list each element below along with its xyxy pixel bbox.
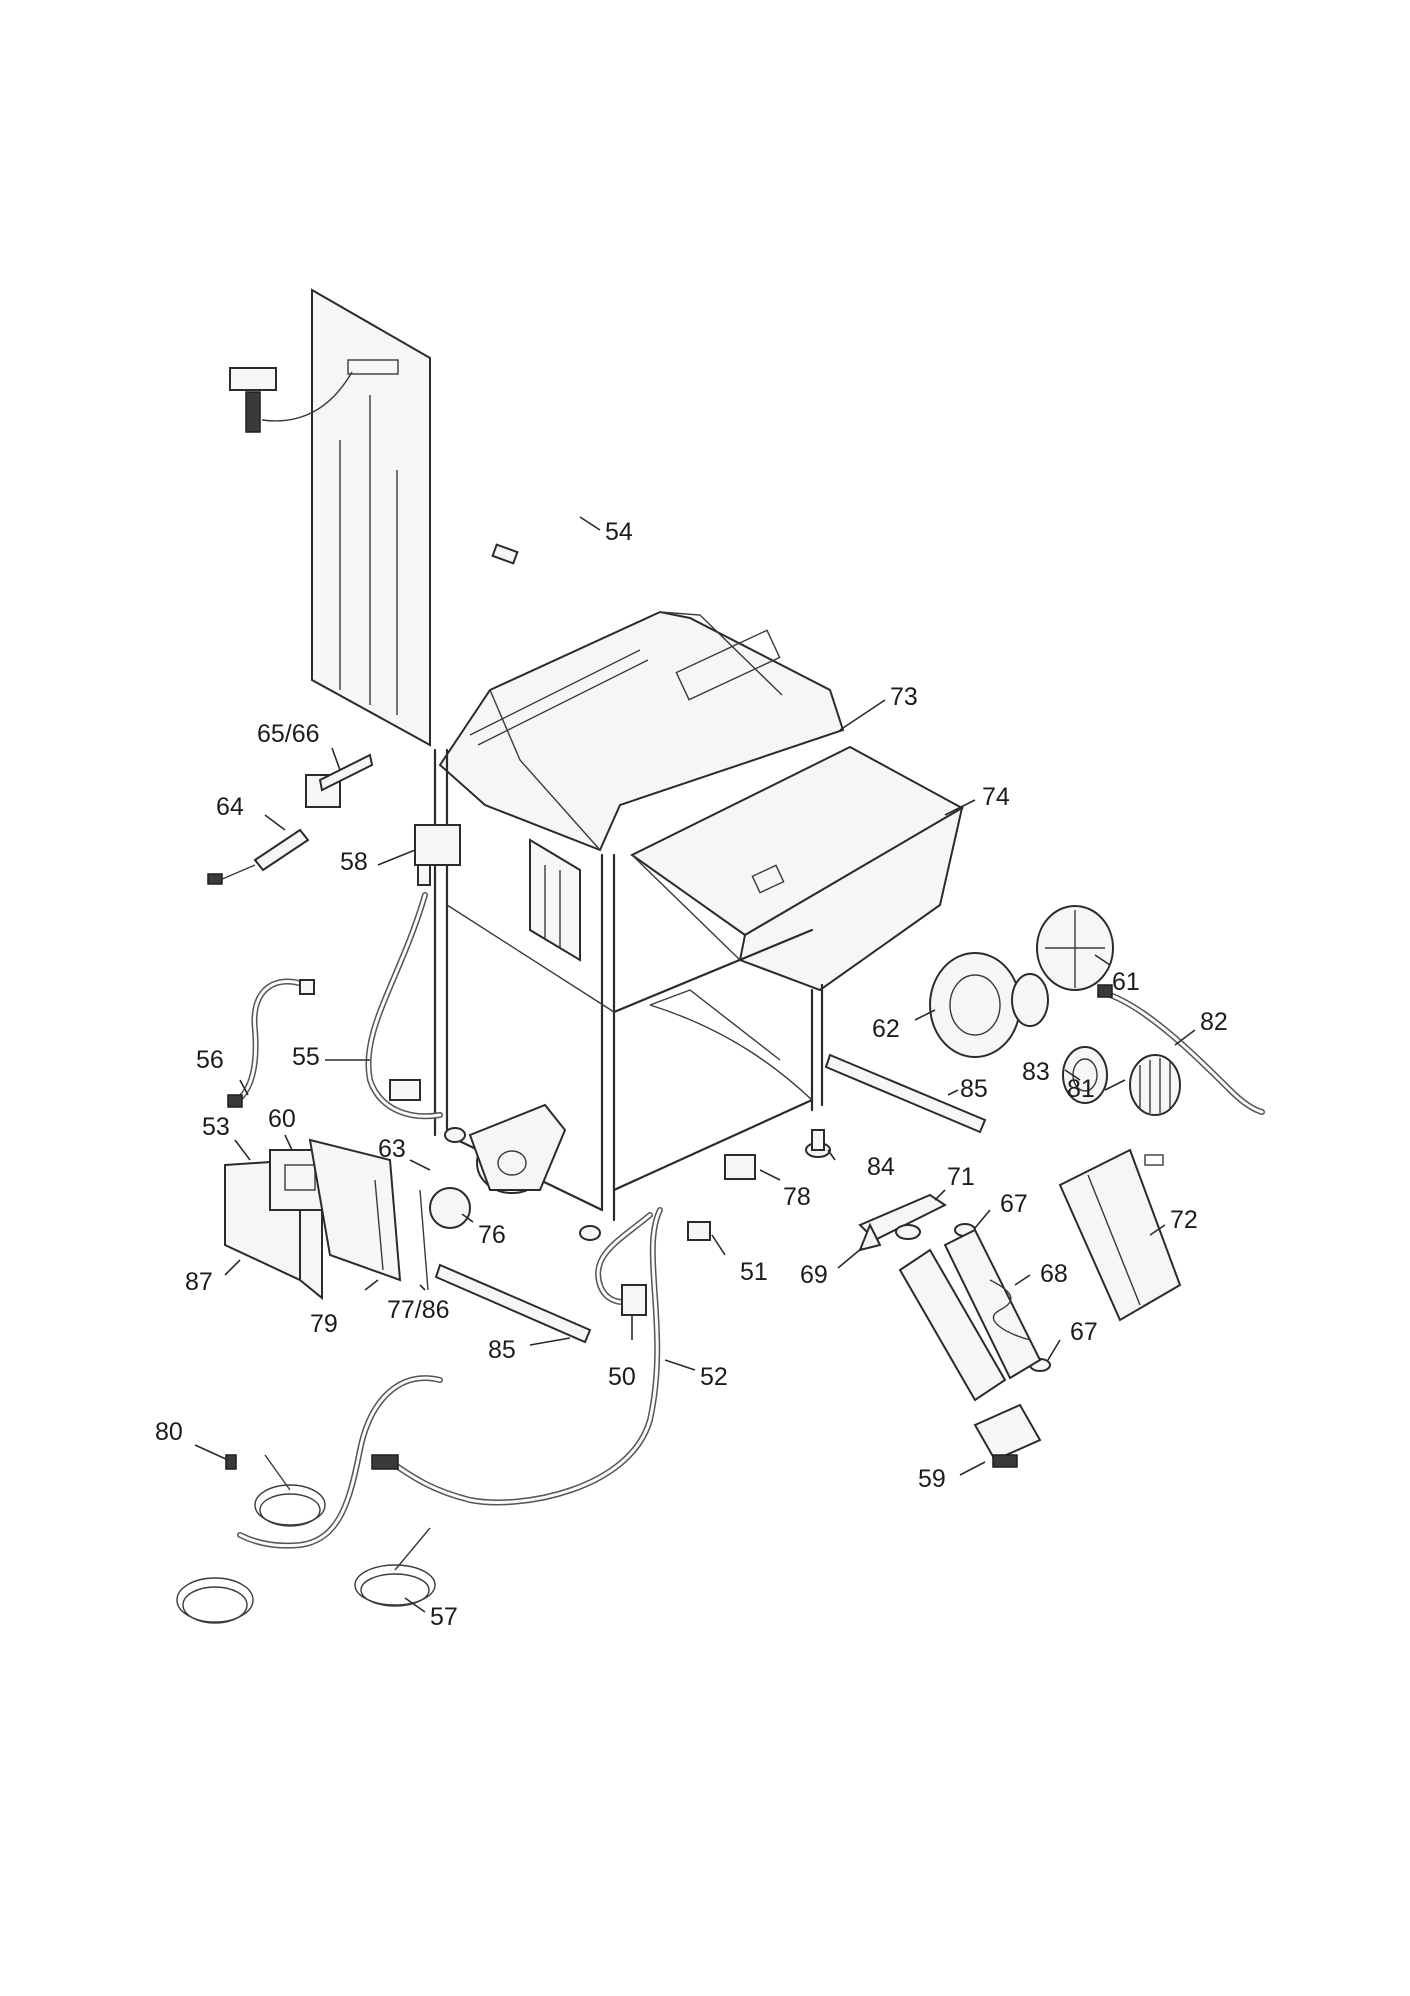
callout-74: 74 <box>982 783 1010 811</box>
callout-53: 53 <box>202 1113 230 1141</box>
callout-67-lower: 67 <box>1070 1318 1098 1346</box>
callout-71: 71 <box>947 1163 975 1191</box>
part-58-valve <box>414 824 461 886</box>
callout-79: 79 <box>310 1310 338 1338</box>
callout-87: 87 <box>185 1268 213 1296</box>
part-82-sensor-lead <box>1097 984 1265 1115</box>
part-56-harness <box>227 978 315 1108</box>
callout-76: 76 <box>478 1221 506 1249</box>
callout-72: 72 <box>1170 1206 1198 1234</box>
part-61-impeller <box>1036 905 1114 991</box>
callout-64: 64 <box>216 793 244 821</box>
callout-50: 50 <box>608 1363 636 1391</box>
part-85-rail-upper <box>824 1053 987 1134</box>
callout-82: 82 <box>1200 1008 1228 1036</box>
callout-85-upper: 85 <box>960 1075 988 1103</box>
callout-62: 62 <box>872 1015 900 1043</box>
callout-55: 55 <box>292 1043 320 1071</box>
callout-59: 59 <box>918 1465 946 1493</box>
callout-63: 63 <box>378 1135 406 1163</box>
part-62-fan-housing <box>929 952 1049 1058</box>
callout-67-upper: 67 <box>1000 1190 1028 1218</box>
rear-panel <box>311 288 431 747</box>
callout-85-lower: 85 <box>488 1336 516 1364</box>
callout-56: 56 <box>196 1046 224 1074</box>
callout-65-66: 65/66 <box>257 720 320 748</box>
part-84-foot <box>805 1129 831 1158</box>
part-78-block <box>724 1154 756 1180</box>
part-64-sensor <box>207 828 310 885</box>
main-frame <box>433 610 965 1241</box>
callout-78: 78 <box>783 1183 811 1211</box>
part-76-capacitor <box>429 1187 471 1229</box>
callout-84: 84 <box>867 1153 895 1181</box>
part-81-filter <box>1129 1054 1181 1116</box>
callout-68: 68 <box>1040 1260 1068 1288</box>
part-85-rail-lower <box>434 1263 592 1344</box>
callout-57: 57 <box>430 1603 458 1631</box>
part-68-auger-tube <box>898 1228 1042 1402</box>
part-71-seal <box>895 1224 921 1240</box>
part-77-86-lead <box>419 1189 429 1291</box>
part-69-plate <box>858 1193 947 1252</box>
callout-58: 58 <box>340 848 368 876</box>
probe-coil-loose <box>176 1577 254 1624</box>
part-65-66-bracket <box>305 753 374 808</box>
part-52-cord <box>371 1207 663 1506</box>
part-50-plug <box>595 1212 653 1316</box>
callout-61: 61 <box>1112 968 1140 996</box>
part-80-probe <box>225 1454 237 1470</box>
callout-80: 80 <box>155 1418 183 1446</box>
callout-73: 73 <box>890 683 918 711</box>
part-54-clip <box>491 543 519 565</box>
part-57-probe-cable <box>237 1375 443 1607</box>
callout-77-86: 77/86 <box>387 1296 450 1324</box>
callout-labels: 54 73 65/66 74 64 58 61 82 62 56 55 83 8… <box>155 518 1228 1631</box>
part-55-hose <box>365 892 443 1120</box>
service-connector <box>229 367 353 433</box>
callout-60: 60 <box>268 1105 296 1133</box>
part-51-switch <box>687 1221 711 1241</box>
part-59-motor-mount <box>973 1403 1042 1468</box>
callout-83: 83 <box>1022 1058 1050 1086</box>
callout-52: 52 <box>700 1363 728 1391</box>
callout-51: 51 <box>740 1258 768 1286</box>
callout-69: 69 <box>800 1261 828 1289</box>
part-72-cover-plate <box>1058 1148 1182 1322</box>
part-79-control-box <box>308 1138 402 1282</box>
callout-54: 54 <box>605 518 633 546</box>
leader-lines <box>194 516 1196 1613</box>
callout-81: 81 <box>1067 1075 1095 1103</box>
